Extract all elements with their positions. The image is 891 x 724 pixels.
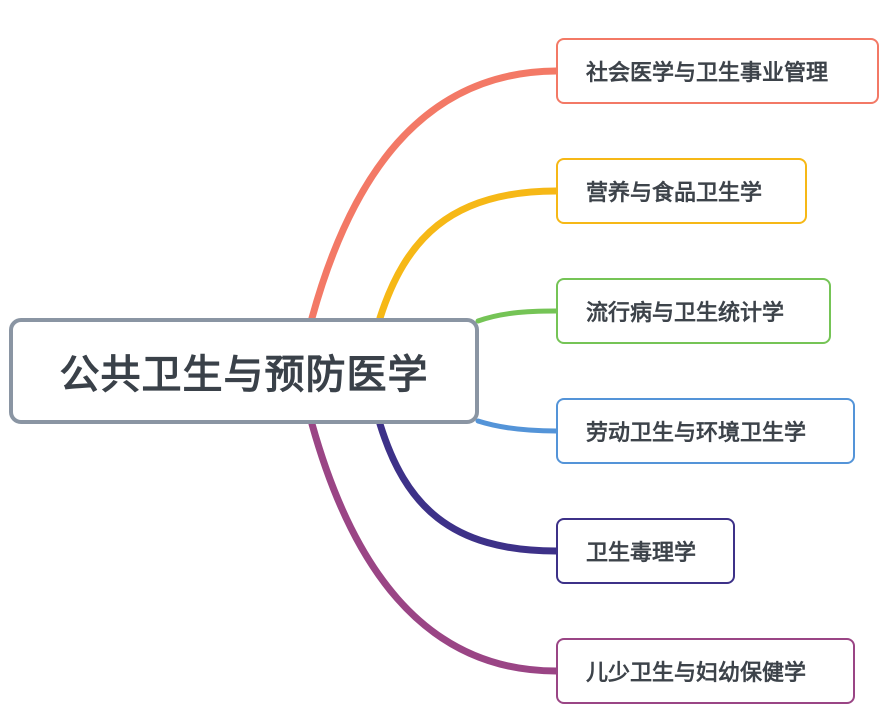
branch-topic-label: 劳动卫生与环境卫生学 bbox=[586, 421, 807, 446]
connector-branch-0 bbox=[308, 67, 560, 322]
branch-topic-3[interactable]: 劳动卫生与环境卫生学 bbox=[556, 398, 855, 464]
branch-topic-1[interactable]: 营养与食品卫生学 bbox=[556, 158, 807, 224]
branch-topic-label: 卫生毒理学 bbox=[586, 541, 697, 566]
connector-branch-1 bbox=[376, 187, 560, 322]
branch-topic-label: 流行病与卫生统计学 bbox=[586, 301, 785, 326]
branch-topic-2[interactable]: 流行病与卫生统计学 bbox=[556, 278, 831, 344]
connector-branch-5 bbox=[308, 420, 560, 675]
root-topic-label: 公共卫生与预防医学 bbox=[59, 352, 429, 398]
connector-branch-3 bbox=[475, 418, 559, 434]
branch-topic-label: 营养与食品卫生学 bbox=[586, 181, 763, 206]
branch-topic-5[interactable]: 儿少卫生与妇幼保健学 bbox=[556, 638, 855, 704]
connector-branch-4 bbox=[376, 420, 560, 555]
branch-topic-4[interactable]: 卫生毒理学 bbox=[556, 518, 735, 584]
branch-topic-0[interactable]: 社会医学与卫生事业管理 bbox=[556, 38, 879, 104]
branch-topic-label: 儿少卫生与妇幼保健学 bbox=[586, 661, 807, 686]
connector-branch-2 bbox=[475, 308, 559, 324]
branch-topic-label: 社会医学与卫生事业管理 bbox=[586, 61, 829, 86]
root-topic[interactable]: 公共卫生与预防医学 bbox=[9, 318, 479, 424]
